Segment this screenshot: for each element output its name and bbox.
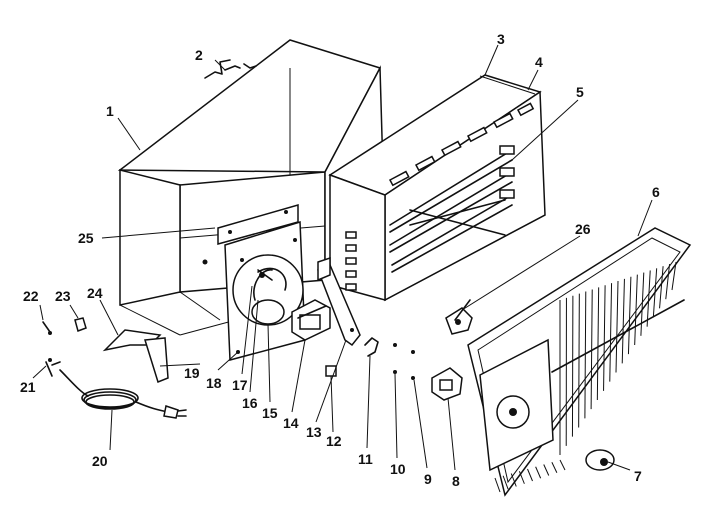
part-fan-assembly bbox=[224, 220, 306, 361]
part-fasteners bbox=[42, 317, 87, 377]
grille-slat bbox=[527, 468, 533, 482]
grille-slat bbox=[646, 270, 651, 327]
grille-slat bbox=[578, 293, 580, 428]
callout-8: 8 bbox=[452, 473, 460, 489]
callout-1: 1 bbox=[106, 103, 114, 119]
grille-louvres bbox=[494, 261, 685, 493]
grille-slat bbox=[652, 268, 658, 318]
grille-slat bbox=[502, 475, 509, 490]
callout-11: 11 bbox=[358, 451, 373, 467]
grille-slat bbox=[609, 283, 613, 382]
callout-17: 17 bbox=[232, 377, 248, 393]
part-thermostat-switch bbox=[445, 299, 473, 335]
part-control-knob bbox=[585, 449, 615, 471]
grille-slat bbox=[535, 466, 542, 479]
part-motor-bracket bbox=[317, 256, 361, 347]
part-front-grille bbox=[467, 227, 692, 497]
grille-slat bbox=[584, 291, 587, 419]
grille-slat bbox=[603, 285, 606, 391]
grille-slat bbox=[665, 264, 671, 300]
callout-14: 14 bbox=[283, 415, 299, 431]
callout-22: 22 bbox=[23, 288, 39, 304]
grille-slat bbox=[671, 261, 677, 291]
callout-15: 15 bbox=[262, 405, 278, 421]
part-power-cord bbox=[59, 369, 187, 419]
callout-2: 2 bbox=[195, 47, 203, 63]
callout-6: 6 bbox=[652, 184, 660, 200]
callout-25: 25 bbox=[78, 230, 94, 246]
grille-slat bbox=[627, 276, 632, 355]
grille-slat bbox=[559, 459, 566, 471]
part-leg-bracket bbox=[102, 329, 169, 383]
grille-slat bbox=[590, 289, 593, 410]
callout-26: 26 bbox=[575, 221, 591, 237]
callout-24: 24 bbox=[87, 285, 103, 301]
grille-slat bbox=[634, 274, 638, 346]
grille-slat bbox=[543, 464, 550, 476]
callout-18: 18 bbox=[206, 375, 222, 391]
callout-23: 23 bbox=[55, 288, 71, 304]
callout-3: 3 bbox=[497, 31, 505, 47]
callout-19: 19 bbox=[184, 365, 200, 381]
callout-16: 16 bbox=[242, 395, 258, 411]
grille-slat bbox=[551, 462, 558, 473]
part-heater-chassis bbox=[328, 74, 546, 302]
grille-slat bbox=[621, 278, 625, 364]
callout-21: 21 bbox=[20, 379, 36, 395]
part-switch bbox=[431, 367, 463, 401]
grille-divider bbox=[551, 299, 685, 373]
callout-13: 13 bbox=[306, 424, 322, 440]
part-mounting-clip bbox=[204, 59, 257, 79]
part-terminal bbox=[364, 337, 379, 357]
grille-slat bbox=[510, 473, 517, 487]
grille-slat bbox=[659, 266, 664, 309]
grille-slat bbox=[494, 477, 501, 493]
grille-slat bbox=[596, 287, 600, 401]
part-screws bbox=[393, 343, 415, 380]
callout-20: 20 bbox=[92, 453, 108, 469]
grille-slat bbox=[640, 272, 645, 336]
callout-7: 7 bbox=[634, 468, 642, 484]
grille-slat bbox=[615, 280, 619, 373]
callout-labels: 1 2 3 4 5 6 7 8 9 10 11 12 13 14 15 16 1… bbox=[20, 31, 660, 489]
callout-12: 12 bbox=[326, 433, 342, 449]
leader-lines bbox=[32, 44, 653, 471]
callout-4: 4 bbox=[535, 54, 543, 70]
callout-5: 5 bbox=[576, 84, 584, 100]
part-motor bbox=[291, 299, 331, 341]
grille-slat bbox=[518, 471, 525, 484]
callout-9: 9 bbox=[424, 471, 432, 487]
callout-10: 10 bbox=[390, 461, 406, 477]
